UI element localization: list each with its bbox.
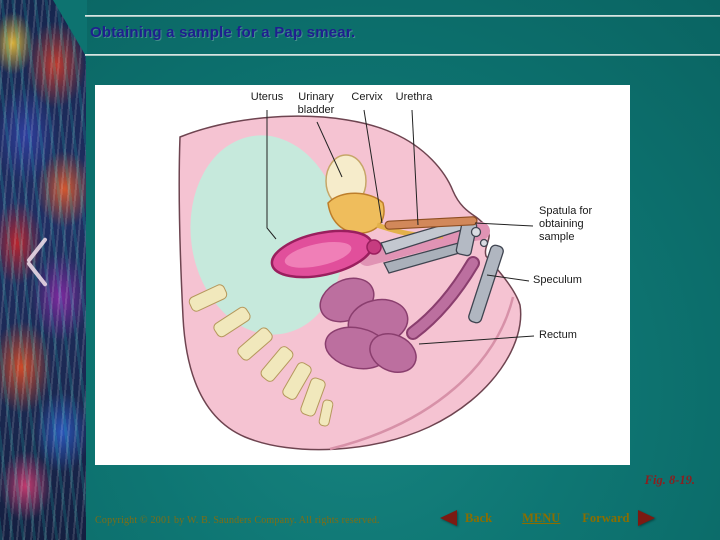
copyright-text: Copyright © 2001 by W. B. Saunders Compa… [95,515,380,526]
navigation-bar: Back MENU Forward [440,510,655,526]
pap-smear-illustration [178,109,535,451]
forward-arrow-icon[interactable] [637,510,655,526]
uterus-shape [270,229,374,279]
spatula-shape [384,216,478,230]
spine-vertebrae [188,284,334,427]
label-spatula: Spatula for obtaining sample [539,205,593,243]
chevron-decoration [26,236,48,264]
label-cervix: Cervix [351,91,383,103]
figure-caption: Fig. 8-19. [644,473,695,487]
label-speculum: Speculum [533,274,582,286]
rectum-shape [319,256,480,373]
back-button[interactable]: Back [465,510,493,525]
label-urinary-bladder: Urinary bladder [297,91,335,116]
cervix-shape [366,239,382,255]
label-uterus: Uterus [250,91,284,103]
menu-button[interactable]: MENU [522,510,561,525]
label-rectum: Rectum [539,329,577,341]
thigh-fold-line [329,296,515,451]
divider-line-bottom [85,54,720,56]
chevron-decoration [26,260,48,288]
label-urethra: Urethra [395,91,433,103]
forward-button[interactable]: Forward [582,510,630,525]
divider-line-top [85,15,720,17]
slide-title: Obtaining a sample for a Pap smear. [90,24,356,41]
leader-lines [266,109,535,345]
speculum-shape [380,218,504,324]
figure-panel: Uterus Urinary bladder Cervix Urethra Sp… [95,85,630,465]
pelvic-cavity-region [190,135,344,335]
decorative-art-strip [0,0,86,540]
back-arrow-icon[interactable] [440,510,457,526]
